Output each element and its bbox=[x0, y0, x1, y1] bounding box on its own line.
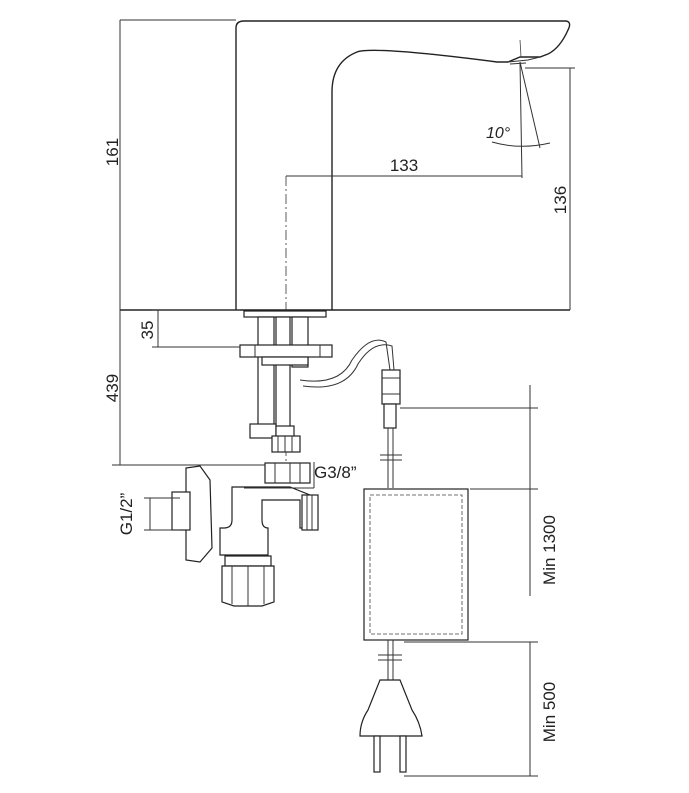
dimension-161: 161 bbox=[103, 19, 236, 310]
dimension-min-1300: Min 1300 bbox=[400, 385, 559, 596]
dim-161-label: 161 bbox=[103, 138, 122, 166]
power-supply-unit bbox=[359, 488, 469, 773]
thread-outlet-label: G3/8” bbox=[314, 463, 357, 482]
dim-439-label: 439 bbox=[103, 374, 122, 402]
dimension-g1-2: G1/2” bbox=[117, 492, 180, 535]
dimension-min-500: Min 500 bbox=[404, 641, 559, 777]
cable-min-500-label: Min 500 bbox=[540, 682, 559, 742]
dimension-35: 35 bbox=[138, 309, 240, 348]
angle-valve bbox=[171, 462, 319, 607]
faucet-body bbox=[120, 20, 571, 311]
angle-10-degrees: 10° bbox=[486, 61, 551, 179]
sensor-cable bbox=[299, 339, 402, 488]
dim-35-label: 35 bbox=[138, 321, 157, 340]
dimension-136: 136 bbox=[525, 67, 575, 310]
thread-inlet-label: G1/2” bbox=[117, 492, 136, 535]
mounting-assembly bbox=[239, 310, 333, 453]
dim-133-label: 133 bbox=[390, 156, 418, 175]
label-g3-8: G3/8” bbox=[244, 462, 357, 489]
dimension-439: 439 bbox=[103, 310, 270, 466]
cable-min-1300-label: Min 1300 bbox=[540, 515, 559, 585]
dim-136-label: 136 bbox=[551, 186, 570, 214]
angle-label: 10° bbox=[486, 125, 511, 142]
